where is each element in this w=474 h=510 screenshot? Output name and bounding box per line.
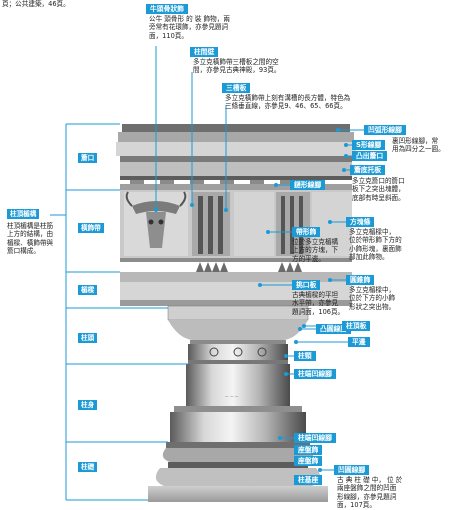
metope-desc: 多立克橫飾帶三槽板之間的空間，亦參見古典神殿，93頁。: [193, 58, 281, 75]
cavetto-label: 鏈形線腳: [290, 180, 326, 190]
fascia-desc: 古典楣樑的平坦水平帶，亦參見題詞面，106頁。: [292, 291, 345, 316]
ovolo-desc: 裏凹形線腳，常用為四分之一圓。: [392, 137, 445, 154]
entablature-desc: 柱頂楣構是柱筋上方的結構，由楣樑、橫飾帶與簷口構成。: [7, 222, 54, 256]
frieze-section-label: 橫飾帶: [78, 223, 104, 233]
plinth-label: 柱基座: [294, 475, 323, 485]
base-section-label: 柱礎: [78, 462, 98, 472]
astragal-label: 柱端凹線腳: [294, 369, 336, 379]
regula-desc: 位於多立克楣構上方的方塊，下方的平邊。: [292, 238, 339, 263]
fascia-label: 挑口板: [292, 280, 321, 290]
taenia-label: 方塊條: [346, 217, 375, 227]
frieze-illustration: [120, 190, 352, 258]
cornice-illustration: [116, 124, 356, 190]
ovolo-label: 凹弧形線腳: [364, 125, 406, 135]
base-illustration: [148, 406, 328, 502]
base-astragal-label: 柱端凹線腳: [294, 433, 336, 443]
mutule-label: 簷底托板: [350, 165, 386, 175]
top-note: 頁；公共建築，46頁。: [2, 0, 70, 8]
torus-lower-label: 座盤飾: [294, 456, 323, 466]
echinus-label: 凸圓線腳: [316, 324, 352, 334]
guttae-label: 圓錐飾: [346, 275, 375, 285]
triglyph-label: 三槽板: [222, 83, 251, 93]
architrave-section-label: 楣樑: [78, 285, 98, 295]
scotia-label: 凹圓線腳: [334, 465, 370, 475]
bucranium-label: 牛頭骨狀飾: [146, 4, 188, 14]
capital-illustration: [167, 305, 309, 364]
cyma-label: S形線腳: [352, 140, 386, 150]
neck-label: 柱頸: [294, 351, 316, 361]
shaft-illustration: ㅡ ㅡ ㅡ: [186, 364, 290, 406]
triglyph-desc: 多立克橫飾帶上刻有溝槽的長方體，特色為三條垂直線，亦參見9、46、65、66頁。: [225, 94, 351, 111]
corona-label: 凸出簷口: [352, 151, 388, 161]
cornice-section-label: 簷口: [78, 153, 98, 163]
metope-label: 柱間壁: [190, 47, 219, 57]
annotation-lines: [50, 46, 364, 501]
taenia-desc: 多立克楣樑中，位於帶形飾下方的小飾形塊，裏面飾部加此飾物。: [349, 228, 402, 262]
abacus-label: 柱頂板: [342, 321, 371, 331]
guttae-illustration: [120, 258, 352, 272]
shaft-section-label: 柱身: [78, 400, 98, 410]
guttae-desc: 多立克楣樑中，位於下方的小飾形狀之突出物。: [349, 286, 396, 311]
scotia-desc: 古 典 柱 礎 中， 位 於兩座盤飾之間的凹面形線腳，亦參見題詞面，107頁。: [337, 476, 403, 510]
fillet-label: 平邊: [348, 337, 370, 347]
capital-section-label: 柱頭: [78, 333, 98, 343]
entablature-label: 柱頂楣構: [7, 209, 40, 219]
regula-label: 帶形飾: [292, 227, 321, 237]
bucranium-desc: 公牛 頭骨形 的 裝 飾物，兩旁常有花環飾，亦參見題詞面，110頁。: [149, 15, 230, 40]
svg-text:ㅡ ㅡ ㅡ: ㅡ ㅡ ㅡ: [225, 394, 239, 399]
mutule-desc: 多立克簷口的簷口板下之突出塊體，底部有時呈斜面。: [352, 177, 405, 202]
torus-label: 座盤飾: [294, 445, 323, 455]
